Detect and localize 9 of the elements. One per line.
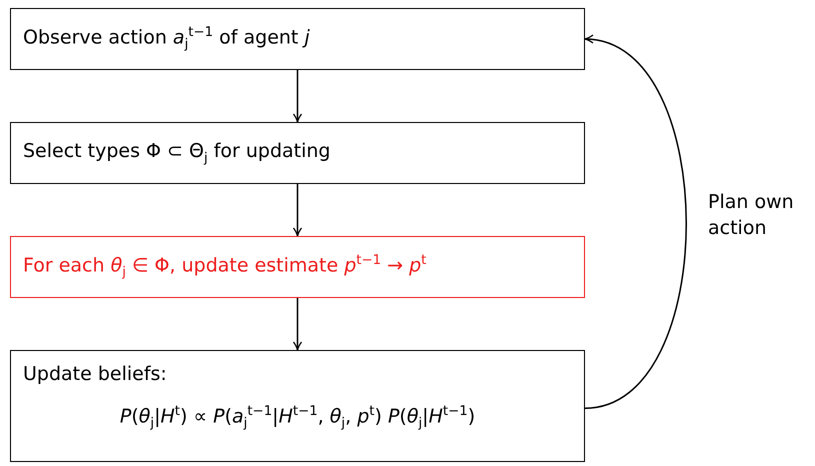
- step-text: Update beliefs:: [23, 363, 168, 386]
- process-box: [10, 8, 585, 70]
- step-text: Select types Φ ⊂ Θ$_{j}$ for updating: [23, 140, 332, 166]
- step-text: For each θ$_{j}$ ∈ Φ, update estimate p$^{t−1}$ → p$^{t}$: [23, 252, 428, 282]
- formula: P(θ$_{j}$|H$^{t}$) ∝ P(a$_{j}$$^{t−1}$|H$^{t−1}$, θ$_{j}$, p$^{t}$) P(θ$_{j}$|H$^{t−1}$): [120, 404, 476, 432]
- step-text: Observe action a$_{j}$$^{t−1}$ of agent j: [23, 24, 311, 54]
- process-box: [10, 236, 585, 298]
- process-box: [10, 122, 585, 184]
- process-box: [10, 350, 585, 462]
